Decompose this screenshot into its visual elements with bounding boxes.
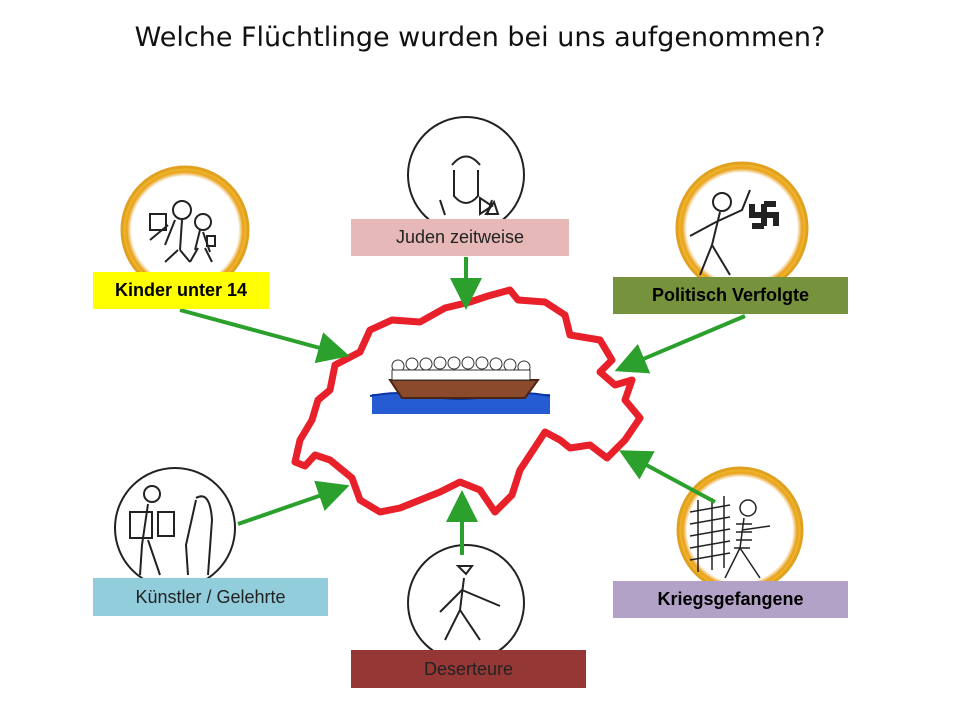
jewish-man-icon xyxy=(407,116,525,234)
arrow-kriegs xyxy=(618,450,716,504)
deserter-soldier-icon xyxy=(407,544,525,662)
political-persecution-icon xyxy=(675,161,809,295)
label-deserteure: Deserteure xyxy=(351,650,586,688)
label-kuenstler: Künstler / Gelehrte xyxy=(93,578,328,616)
slide-title: Welche Flüchtlinge wurden bei uns aufgen… xyxy=(134,22,826,53)
arrow-kinder xyxy=(179,308,350,364)
artists-scholars-icon xyxy=(114,467,236,589)
switzerland-map-with-boat-icon xyxy=(291,286,644,516)
prisoner-of-war-icon xyxy=(676,466,804,594)
label-politisch: Politisch Verfolgte xyxy=(613,277,848,314)
children-icon xyxy=(120,165,250,295)
label-kriegs: Kriegsgefangene xyxy=(613,581,848,618)
arrow-kuenstler xyxy=(237,480,350,526)
label-kinder: Kinder unter 14 xyxy=(93,272,269,309)
arrow-politisch xyxy=(614,314,746,374)
label-juden: Juden zeitweise xyxy=(351,219,569,256)
